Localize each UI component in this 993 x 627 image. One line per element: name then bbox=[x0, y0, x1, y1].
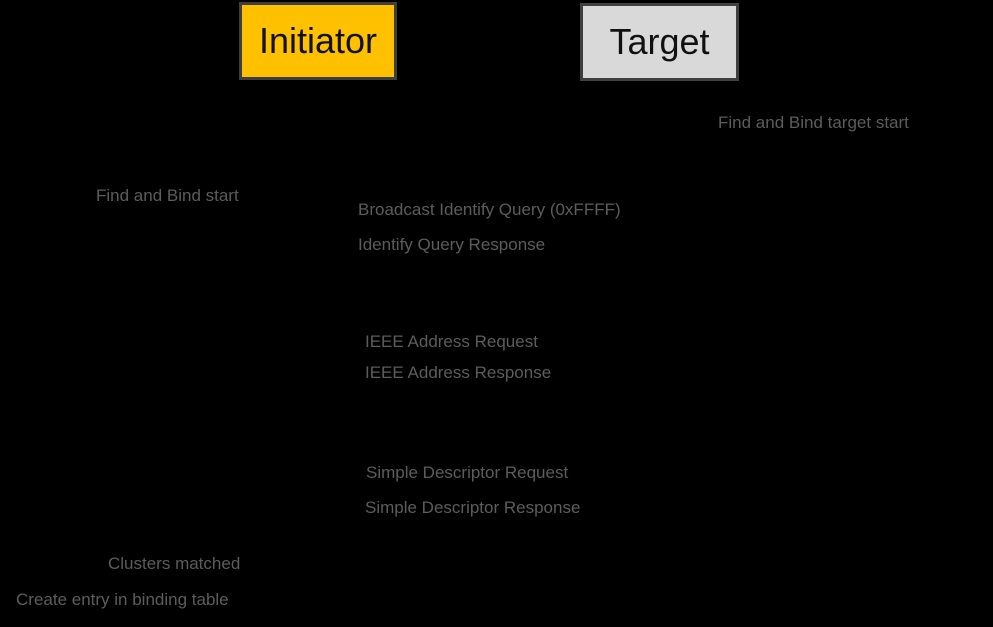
actor-target-box: Target bbox=[580, 3, 739, 81]
message-simple-descriptor-response: Simple Descriptor Response bbox=[365, 498, 581, 517]
message-identify-query-response: Identify Query Response bbox=[358, 235, 546, 254]
annotation-find-and-bind-start: Find and Bind start bbox=[96, 186, 239, 205]
message-ieee-address-request: IEEE Address Request bbox=[365, 332, 538, 351]
annotation-clusters-matched: Clusters matched bbox=[108, 554, 241, 573]
actor-initiator-box: Initiator bbox=[239, 2, 397, 80]
actor-target-label: Target bbox=[609, 21, 710, 62]
annotation-create-entry-in-binding-table: Create entry in binding table bbox=[16, 590, 229, 609]
message-ieee-address-response: IEEE Address Response bbox=[365, 363, 552, 382]
message-simple-descriptor-request: Simple Descriptor Request bbox=[366, 463, 569, 482]
message-broadcast-identify-query: Broadcast Identify Query (0xFFFF) bbox=[358, 200, 621, 219]
annotation-find-and-bind-target-start: Find and Bind target start bbox=[718, 113, 909, 132]
actor-initiator-label: Initiator bbox=[258, 20, 378, 61]
